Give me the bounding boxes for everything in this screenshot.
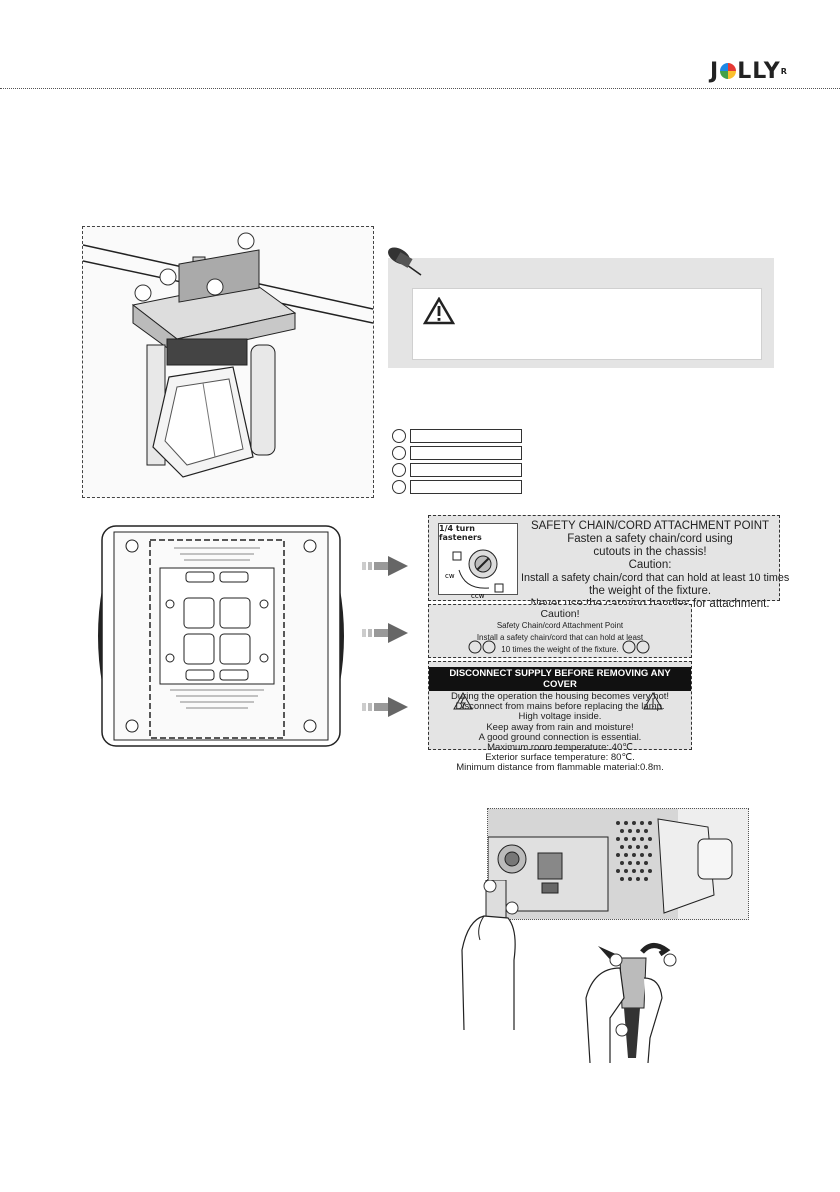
chain-loop-icon xyxy=(622,640,650,654)
warning-triangle-icon xyxy=(643,692,663,710)
fixture-truss-diagram xyxy=(82,226,374,498)
hand-twist-connector-illustration xyxy=(585,943,677,1063)
logo-color-wheel-icon xyxy=(720,63,737,79)
warning-triangle-icon xyxy=(423,297,455,325)
svg-text:ccw: ccw xyxy=(471,592,485,600)
fastener-diagram: 1/4 turn fasteners cw ccw xyxy=(438,523,518,600)
header-divider xyxy=(0,88,840,89)
label-title: SAFETY CHAIN/CORD ATTACHMENT POINT xyxy=(530,520,770,532)
hand-insert-connector-illustration xyxy=(461,880,519,1030)
arrow-right-icon xyxy=(362,623,408,643)
chain-loop-icon xyxy=(468,640,496,654)
power-connector-panel xyxy=(487,808,749,920)
small-caution-label: Caution! Safety Chain/cord Attachment Po… xyxy=(428,604,692,658)
legend-row xyxy=(390,445,522,461)
legend-row xyxy=(390,428,522,444)
legend-row xyxy=(390,462,522,478)
svg-text:cw: cw xyxy=(445,572,455,580)
callout-legend xyxy=(390,428,522,496)
high-voltage-icon xyxy=(453,692,473,710)
fixture-bottom-view xyxy=(90,520,352,752)
warning-box xyxy=(412,288,762,360)
pushpin-icon xyxy=(388,247,422,276)
legend-row xyxy=(390,479,522,495)
disconnect-supply-label: DISCONNECT SUPPLY BEFORE REMOVING ANY CO… xyxy=(428,661,692,773)
arrow-right-icon xyxy=(362,556,408,576)
arrow-right-icon xyxy=(362,697,408,717)
